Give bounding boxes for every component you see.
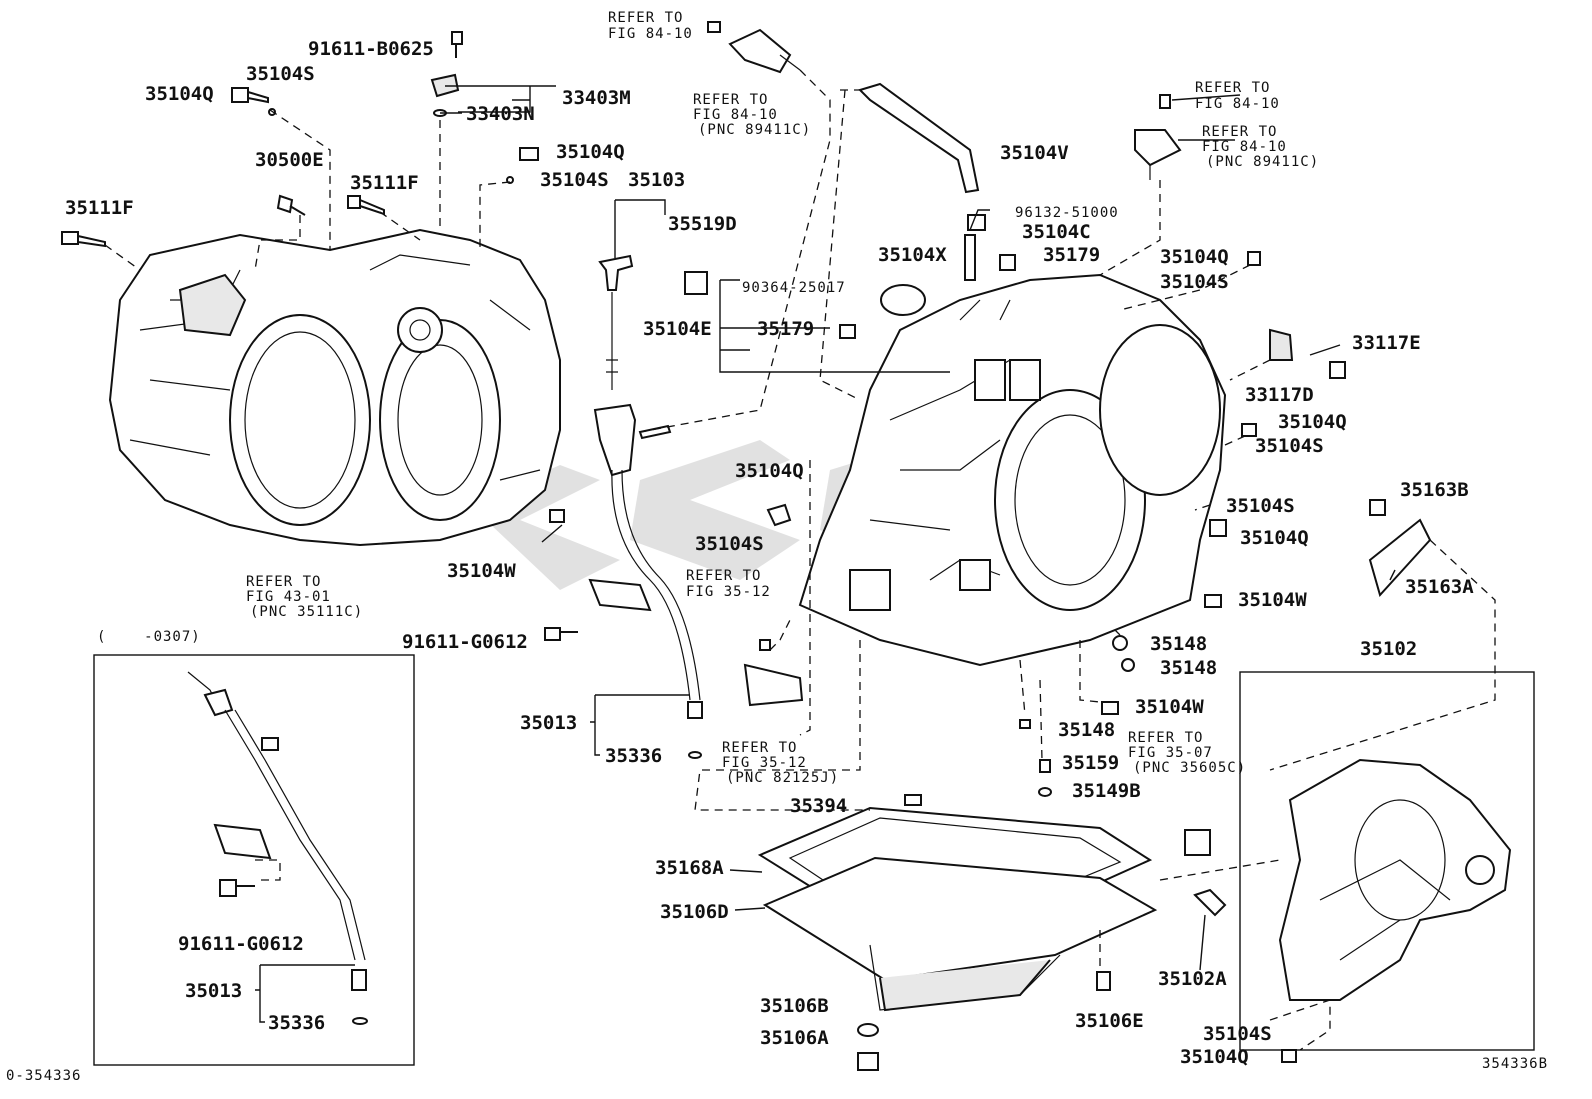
label-35148: 35148 [1058,719,1115,741]
left-fasteners [61,31,565,523]
inset-dipstick-drawing [187,671,368,1025]
transmission-case-drawing [798,94,1294,667]
label-91611-G0612: 91611-G0612 [402,631,528,653]
case-fasteners [743,82,1432,856]
figure-code-right: 354336B [1482,1056,1548,1072]
label-35519D: 35519D [668,213,737,235]
label-35104C: 35104C [1022,221,1091,243]
label-35104X: 35104X [878,244,947,266]
label-35106A: 35106A [760,1027,829,1049]
label-33403N: 33403N [466,103,535,125]
label-35102A: 35102A [1158,968,1227,990]
extension-housing-drawing [1278,758,1512,1063]
label-91611-G0612: 91611-G0612 [178,933,304,955]
label-35104V: 35104V [1000,142,1069,164]
label-35106E: 35106E [1075,1010,1144,1032]
label-35013: 35013 [520,712,577,734]
label-35104Q: 35104Q [735,460,804,482]
label-30500E: 30500E [255,149,324,171]
label-33117E: 33117E [1352,332,1421,354]
extension-housing-box [1239,671,1535,1051]
label-35106B: 35106B [760,995,829,1017]
label-35104W: 35104W [447,560,516,582]
dashed-alignment-lines [104,69,1496,1051]
part-labels: 91611-B0625 35104S 35104Q 33403M 33403N … [65,38,1474,1068]
label-35104S: 35104S [1160,271,1229,293]
label-33403M: 33403M [562,87,631,109]
label-35104Q: 35104Q [556,141,625,163]
label-35111F: 35111F [350,172,419,194]
label-35104Q: 35104Q [145,83,214,105]
speed-sensor-top [707,21,801,74]
label-35104S: 35104S [695,533,764,555]
figure-code-left: 0-354336 [6,1068,81,1084]
label-35104S: 35104S [540,169,609,191]
label-35148: 35148 [1160,657,1217,679]
label-35104S: 35104S [1255,435,1324,457]
label-35163B: 35163B [1400,479,1469,501]
label-35104Q: 35104Q [1180,1046,1249,1068]
label-35111F: 35111F [65,197,134,219]
label-35168A: 35168A [655,857,724,879]
label-35104Q: 35104Q [1278,411,1347,433]
label-35336: 35336 [268,1012,325,1034]
label-35013: 35013 [185,980,242,1002]
label-35106D: 35106D [660,901,729,923]
label-35149B: 35149B [1072,780,1141,802]
label-35104Q: 35104Q [1240,527,1309,549]
inset-range-label: ( -0307) [97,629,201,645]
leader-lines [255,85,1396,1023]
label-35104W: 35104W [1238,589,1307,611]
label-96132-51000: 96132-51000 [1015,205,1119,221]
transaxle-housing-drawing [108,228,561,547]
bolt-35111F-left [61,231,106,248]
dipstick-drawing [544,254,708,759]
label-35103: 35103 [628,169,685,191]
label-35179: 35179 [757,318,814,340]
label-33117D: 33117D [1245,384,1314,406]
label-35104W: 35104W [1135,696,1204,718]
label-90364-25017: 90364-25017 [742,280,846,296]
bolt-30500E [276,194,306,216]
label-35336: 35336 [605,745,662,767]
label-35102: 35102 [1360,638,1417,660]
oil-pan-drawing [757,794,1227,1071]
label-35159: 35159 [1062,752,1119,774]
label-35104S: 35104S [1226,495,1295,517]
label-35104S: 35104S [246,63,315,85]
label-35104E: 35104E [643,318,712,340]
label-35148: 35148 [1150,633,1207,655]
label-91611-B0625: 91611-B0625 [308,38,434,60]
inset-box [93,654,415,1066]
label-35179: 35179 [1043,244,1100,266]
label-35104Q: 35104Q [1160,246,1229,268]
label-35394: 35394 [790,795,847,817]
label-35163A: 35163A [1405,576,1474,598]
label-35104S: 35104S [1203,1023,1272,1045]
